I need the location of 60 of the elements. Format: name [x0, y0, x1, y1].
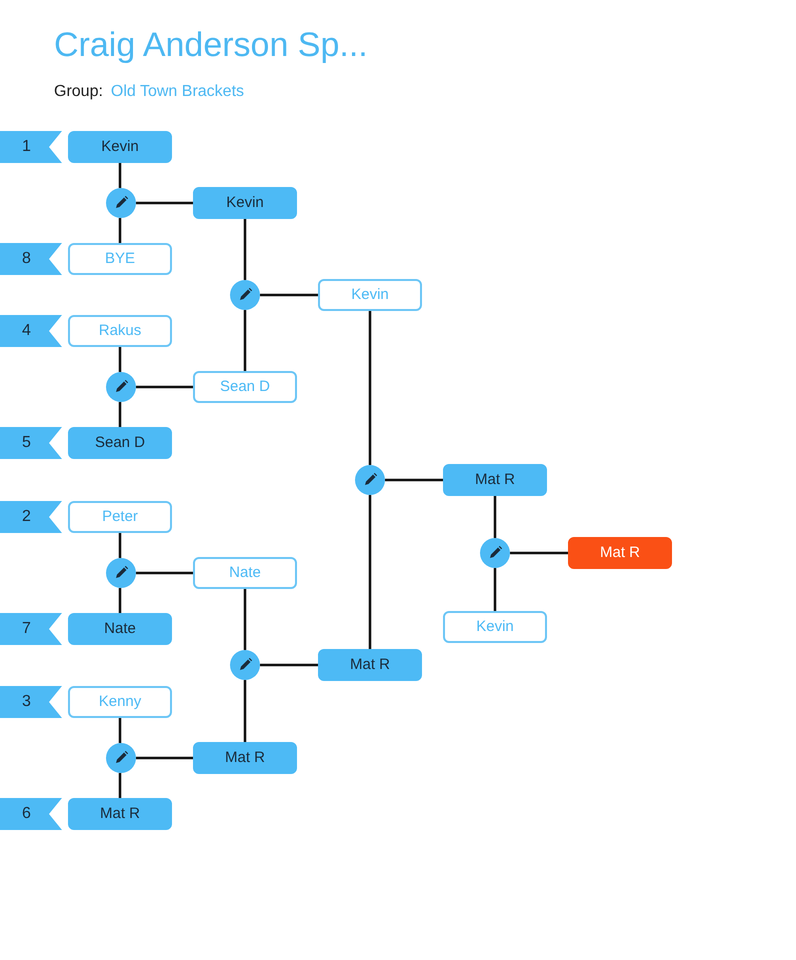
player-box: Peter: [68, 501, 172, 533]
player-box: Rakus: [68, 315, 172, 347]
bracket-line: [118, 347, 122, 372]
seed-number: 6: [22, 804, 31, 824]
seed-number: 3: [22, 692, 31, 712]
bracket-line: [136, 386, 193, 388]
group-name: Old Town Brackets: [110, 82, 244, 102]
seed-number: 7: [22, 619, 31, 639]
bracket-line: [244, 680, 246, 742]
bracket-line: [244, 310, 246, 371]
player-box: Mat R: [193, 742, 297, 774]
seed-number: 8: [22, 249, 31, 269]
seed-number: 4: [22, 321, 31, 341]
bracket-line: [136, 572, 193, 574]
player-box: Sean D: [193, 371, 297, 403]
seed-tab: [0, 315, 62, 347]
seed-number: 1: [22, 137, 31, 157]
bracket-line: [494, 568, 496, 611]
bracket-line: [118, 588, 122, 613]
player-box: Kevin: [318, 279, 422, 311]
bracket-line: [118, 402, 122, 427]
bracket-line: [260, 664, 318, 666]
player-box: Kevin: [443, 611, 547, 643]
player-box: Nate: [193, 557, 297, 589]
player-box: Kenny: [68, 686, 172, 718]
bracket-line: [368, 311, 372, 465]
bracket-line: [118, 218, 122, 243]
seed-tab: [0, 243, 62, 275]
player-box: BYE: [68, 243, 172, 275]
bracket-line: [494, 496, 496, 538]
seed-number: 5: [22, 433, 31, 453]
player-box: Mat R: [318, 649, 422, 681]
bracket-line: [510, 552, 568, 554]
bracket-line: [244, 589, 246, 650]
bracket-line: [244, 219, 246, 280]
bracket-line: [118, 773, 122, 798]
player-box: Kevin: [68, 131, 172, 163]
player-box: Nate: [68, 613, 172, 645]
player-box: Mat R: [443, 464, 547, 496]
bracket-line: [385, 478, 443, 482]
bracket-line: [260, 294, 318, 296]
player-box: Mat R: [568, 537, 672, 569]
seed-tab: [0, 686, 62, 718]
seed-tab: [0, 501, 62, 533]
bracket-line: [136, 202, 193, 204]
bracket-line: [368, 495, 372, 649]
seed-tab: [0, 131, 62, 163]
title: Craig Anderson Sp...: [54, 25, 368, 66]
player-box: Mat R: [68, 798, 172, 830]
player-box: Kevin: [193, 187, 297, 219]
seed-number: 2: [22, 507, 31, 527]
bracket-line: [118, 533, 122, 558]
bracket-line: [136, 756, 193, 760]
bracket-line: [118, 718, 122, 743]
seed-tab: [0, 798, 62, 830]
seed-tab: [0, 427, 62, 459]
player-box: Sean D: [68, 427, 172, 459]
group-label: Group:: [54, 82, 103, 102]
bracket-line: [118, 163, 122, 188]
seed-tab: [0, 613, 62, 645]
